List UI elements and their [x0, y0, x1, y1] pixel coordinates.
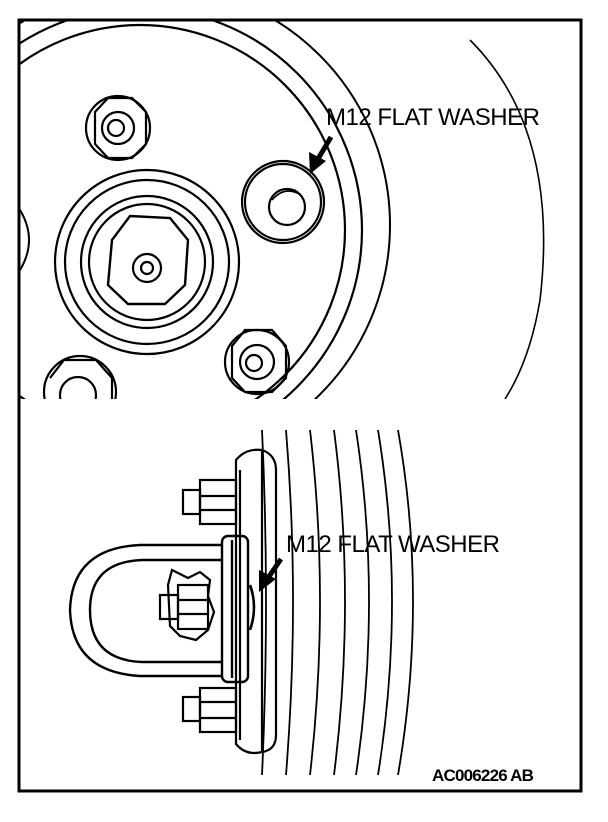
- lifting-eye: [68, 534, 250, 684]
- pulley-face-arc: [20, 23, 347, 399]
- pulley-outer-arc: [20, 21, 391, 399]
- bolt-upper: [181, 478, 238, 526]
- center-hub: [53, 168, 241, 356]
- hub-body: [234, 448, 278, 755]
- figure-code-label: AC006226 AB: [432, 766, 534, 785]
- bolt-lower-left-partial: [42, 354, 118, 399]
- top-view: [20, 21, 545, 399]
- bolt-lower: [181, 686, 238, 734]
- flat-washer-bottom: [248, 584, 256, 631]
- bolt-upper-left: [84, 94, 152, 162]
- bolt-lower-right: [223, 328, 291, 396]
- figure-border: [17, 18, 583, 793]
- arrow-top: [309, 135, 334, 174]
- pulley-grooves: [261, 429, 414, 776]
- callout-bottom-washer-label: M12 FLAT WASHER: [286, 531, 500, 558]
- arrow-bottom: [259, 557, 284, 592]
- flat-washer-top: [240, 159, 326, 245]
- center-nut: [158, 568, 216, 642]
- pulley-rim-arc: [20, 21, 364, 399]
- bottom-view: [68, 429, 414, 776]
- callout-top-washer-label: M12 FLAT WASHER: [326, 104, 540, 131]
